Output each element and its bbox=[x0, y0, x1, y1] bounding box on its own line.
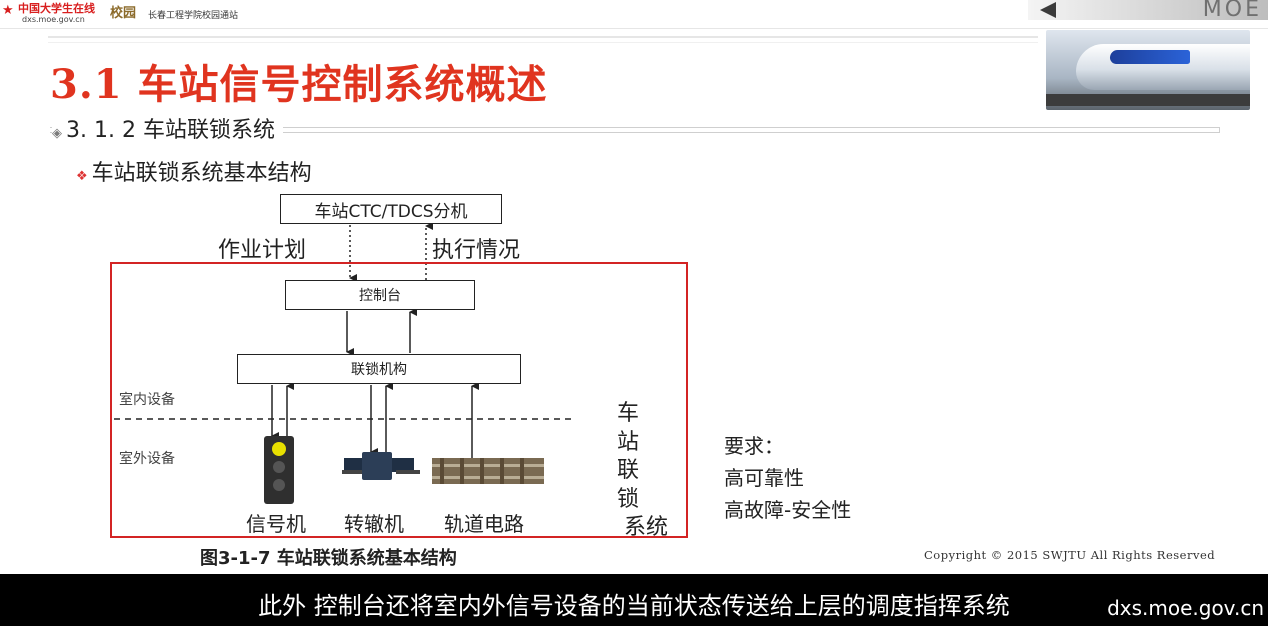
section-rule bbox=[50, 127, 1220, 133]
bullet-point: ❖车站联锁系统基本结构 bbox=[76, 155, 312, 187]
vertical-char: 站 bbox=[616, 429, 639, 455]
train-window bbox=[1110, 50, 1190, 64]
interlocking-system-frame bbox=[110, 262, 688, 538]
train-rail bbox=[1046, 94, 1250, 106]
header-rule bbox=[48, 36, 1038, 38]
requirements-heading: 要求： bbox=[724, 434, 784, 458]
vertical-char: 联 bbox=[616, 458, 639, 483]
video-subtitle: 此外 控制台还将室内外信号设备的当前状态传送给上层的调度指挥系统 bbox=[258, 592, 1010, 620]
train-image bbox=[1046, 30, 1250, 110]
header-rule-secondary bbox=[48, 42, 1038, 43]
campus-badge: 校园 bbox=[110, 6, 137, 21]
bullet-diamond-icon: ◈ bbox=[52, 126, 62, 141]
footer-site-url: dxs.moe.gov.cn bbox=[1107, 596, 1264, 620]
section-heading: ◈ 3. 1. 2 车站联锁系统 bbox=[52, 112, 283, 144]
bullet-cluster-icon: ❖ bbox=[76, 169, 88, 184]
bullet-point-text: 车站联锁系统基本结构 bbox=[91, 161, 312, 186]
signal-icon bbox=[264, 436, 294, 504]
figure-caption: 图3-1-7 车站联锁系统基本结构 bbox=[200, 548, 457, 569]
chevron-left-icon bbox=[1040, 2, 1056, 18]
moe-watermark: MOE bbox=[1028, 0, 1268, 21]
subtitle-bar bbox=[0, 574, 1268, 626]
work-plan-label: 作业计划 bbox=[218, 238, 307, 263]
requirement-item: 高故障-安全性 bbox=[724, 498, 852, 522]
vertical-system-label: 车 站 联 锁 系统 bbox=[610, 400, 669, 543]
section-heading-text: 3. 1. 2 车站联锁系统 bbox=[66, 118, 275, 143]
requirement-item: 高可靠性 bbox=[724, 466, 804, 490]
indoor-equipment-label: 室内设备 bbox=[119, 392, 175, 408]
brand-name: 中国大学生在线 bbox=[18, 2, 95, 15]
control-console-box: 控制台 bbox=[285, 280, 475, 310]
execution-status-label: 执行情况 bbox=[432, 238, 521, 263]
vertical-char: 系统 bbox=[624, 515, 669, 540]
vertical-char: 车 bbox=[616, 401, 639, 426]
brand-star-icon: ★ bbox=[2, 3, 14, 18]
interlocking-mechanism-box: 联锁机构 bbox=[237, 354, 521, 384]
ctc-tdcs-box: 车站CTC/TDCS分机 bbox=[280, 194, 502, 224]
vertical-char: 锁 bbox=[616, 486, 639, 512]
switch-machine-label: 转辙机 bbox=[344, 512, 404, 536]
signal-label: 信号机 bbox=[246, 512, 306, 536]
track-circuit-label: 轨道电路 bbox=[444, 512, 524, 536]
brand-url: dxs.moe.gov.cn bbox=[22, 15, 85, 24]
switch-machine-icon bbox=[342, 452, 420, 480]
slide-title: 3.1 车站信号控制系统概述 bbox=[50, 61, 548, 108]
school-name: 长春工程学院校园通站 bbox=[148, 11, 239, 21]
requirements-block: 要求： 高可靠性 高故障-安全性 bbox=[724, 430, 851, 526]
outdoor-equipment-label: 室外设备 bbox=[119, 451, 175, 467]
top-banner: ★ 中国大学生在线 dxs.moe.gov.cn 校园 长春工程学院校园通站 M… bbox=[0, 0, 1268, 29]
copyright-notice: Copyright © 2015 SWJTU All Rights Reserv… bbox=[924, 548, 1216, 562]
track-circuit-icon bbox=[432, 458, 544, 484]
